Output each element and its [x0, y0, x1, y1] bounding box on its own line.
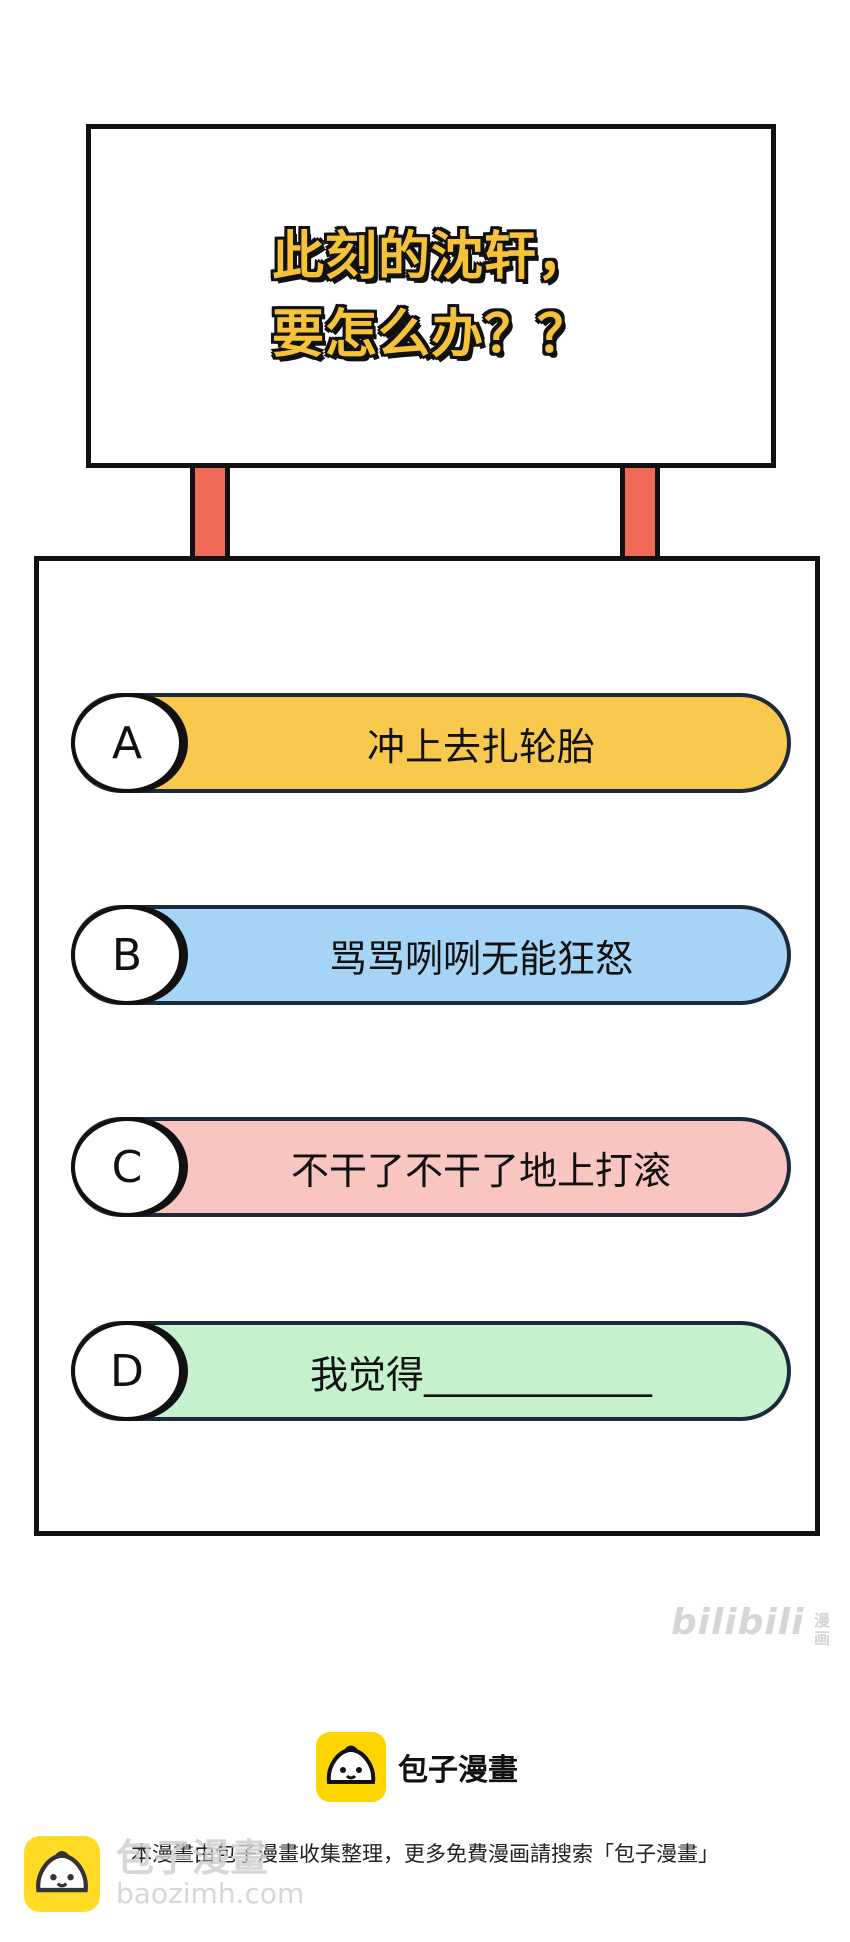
option-a[interactable]: A 冲上去扎轮胎: [71, 693, 791, 793]
option-c-letter: C: [71, 1117, 183, 1217]
option-b-letter: B: [71, 905, 183, 1005]
option-c[interactable]: C 不干了不干了地上打滚: [71, 1117, 791, 1217]
option-d[interactable]: D 我觉得____________: [71, 1321, 791, 1421]
option-c-text: 不干了不干了地上打滚: [290, 1148, 671, 1193]
question-title-line-2: 要怎么办？？: [271, 305, 590, 365]
option-a-text: 冲上去扎轮胎: [366, 724, 595, 769]
footer-notice: 本漫畫由包子漫畫收集整理，更多免費漫画請搜索「包子漫畫」: [131, 1842, 719, 1866]
sign-post-right: [620, 468, 660, 558]
option-d-letter: D: [71, 1321, 183, 1421]
watermark-suffix: 漫画: [813, 1610, 830, 1648]
option-d-text: 我觉得____________: [309, 1352, 652, 1397]
option-b-text: 骂骂咧咧无能狂怒: [328, 936, 633, 981]
option-a-letter: A: [71, 693, 183, 793]
footer-logo: 包子漫畫: [316, 1732, 518, 1802]
watermark-text: bilibili: [670, 1602, 805, 1643]
question-sign: 此刻的沈轩， 要怎么办？？: [86, 124, 776, 468]
sign-post-left: [190, 468, 230, 558]
option-b[interactable]: B 骂骂咧咧无能狂怒: [71, 905, 791, 1005]
bun-icon: [24, 1836, 100, 1912]
question-title-line-1: 此刻的沈轩，: [271, 227, 590, 287]
options-board: A 冲上去扎轮胎 B 骂骂咧咧无能狂怒 C 不干了不干了地上打滚 D 我觉得__…: [34, 556, 820, 1536]
corner-watermark-url: baozimh.com: [116, 1877, 305, 1910]
bun-icon: [316, 1732, 386, 1802]
corner-watermark-name: 包子漫畫: [116, 1836, 269, 1880]
bilibili-watermark: bilibili 漫画: [671, 1602, 830, 1648]
footer-logo-name: 包子漫畫: [398, 1753, 518, 1788]
corner-watermark: 包子漫畫 baozimh.com: [24, 1836, 304, 1912]
